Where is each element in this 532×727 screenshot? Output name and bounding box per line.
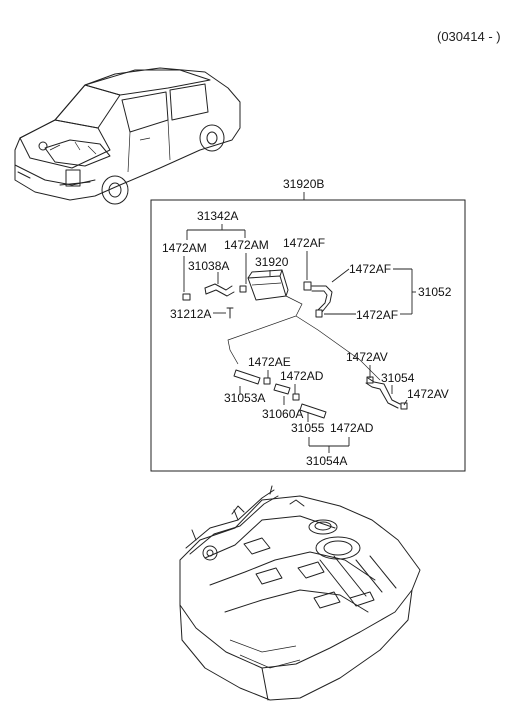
label-31054A: 31054A xyxy=(306,454,347,468)
label-1472AF-low: 1472AF xyxy=(356,308,398,322)
label-1472AM-right: 1472AM xyxy=(224,238,269,252)
label-31212A: 31212A xyxy=(170,307,211,321)
hose-31055 xyxy=(299,403,327,419)
fuel-tank-illustration xyxy=(179,485,421,701)
clamp-1472AF-top xyxy=(303,281,312,291)
label-31920: 31920 xyxy=(255,255,289,269)
label-31038A: 31038A xyxy=(188,259,229,273)
hose-31054 xyxy=(367,377,401,405)
clamp-1472AV-top xyxy=(366,376,374,384)
label-1472AF-top: 1472AF xyxy=(283,236,325,250)
label-31060A: 31060A xyxy=(262,407,303,421)
clamp-1472AV-right xyxy=(400,402,408,410)
label-1472AE: 1472AE xyxy=(248,355,291,369)
car-illustration xyxy=(14,67,241,205)
hose-31052 xyxy=(311,285,333,313)
connector-31060A xyxy=(273,383,291,395)
label-1472AV-top: 1472AV xyxy=(346,350,388,364)
label-31055: 31055 xyxy=(291,421,325,435)
label-31053A: 31053A xyxy=(224,391,265,405)
canister-31920 xyxy=(247,269,289,301)
clamp-1472AM-left xyxy=(182,293,191,301)
label-1472AM-left: 1472AM xyxy=(162,241,207,255)
label-1472AV-right: 1472AV xyxy=(407,387,449,401)
label-31054: 31054 xyxy=(381,371,415,385)
assembly-label: 31920B xyxy=(283,177,324,191)
label-31342A: 31342A xyxy=(197,209,238,223)
label-1472AD-mid: 1472AD xyxy=(280,369,324,383)
bolt-31212A xyxy=(226,307,234,319)
clamp-1472AD-mid xyxy=(292,393,300,401)
label-1472AD-low: 1472AD xyxy=(330,421,374,435)
label-1472AF-mid: 1472AF xyxy=(349,262,391,276)
hose-31053A xyxy=(233,369,261,385)
leader-lines xyxy=(183,224,416,453)
clamp-1472AM-right xyxy=(239,285,247,293)
clamp-1472AE xyxy=(263,377,271,385)
routing-line xyxy=(227,295,303,365)
label-31052: 31052 xyxy=(418,285,452,299)
assembly-box xyxy=(150,199,466,472)
clamp-1472AF-low xyxy=(315,309,323,318)
date-range-label: (030414 - ) xyxy=(437,29,501,44)
hose-31038A xyxy=(204,283,235,297)
